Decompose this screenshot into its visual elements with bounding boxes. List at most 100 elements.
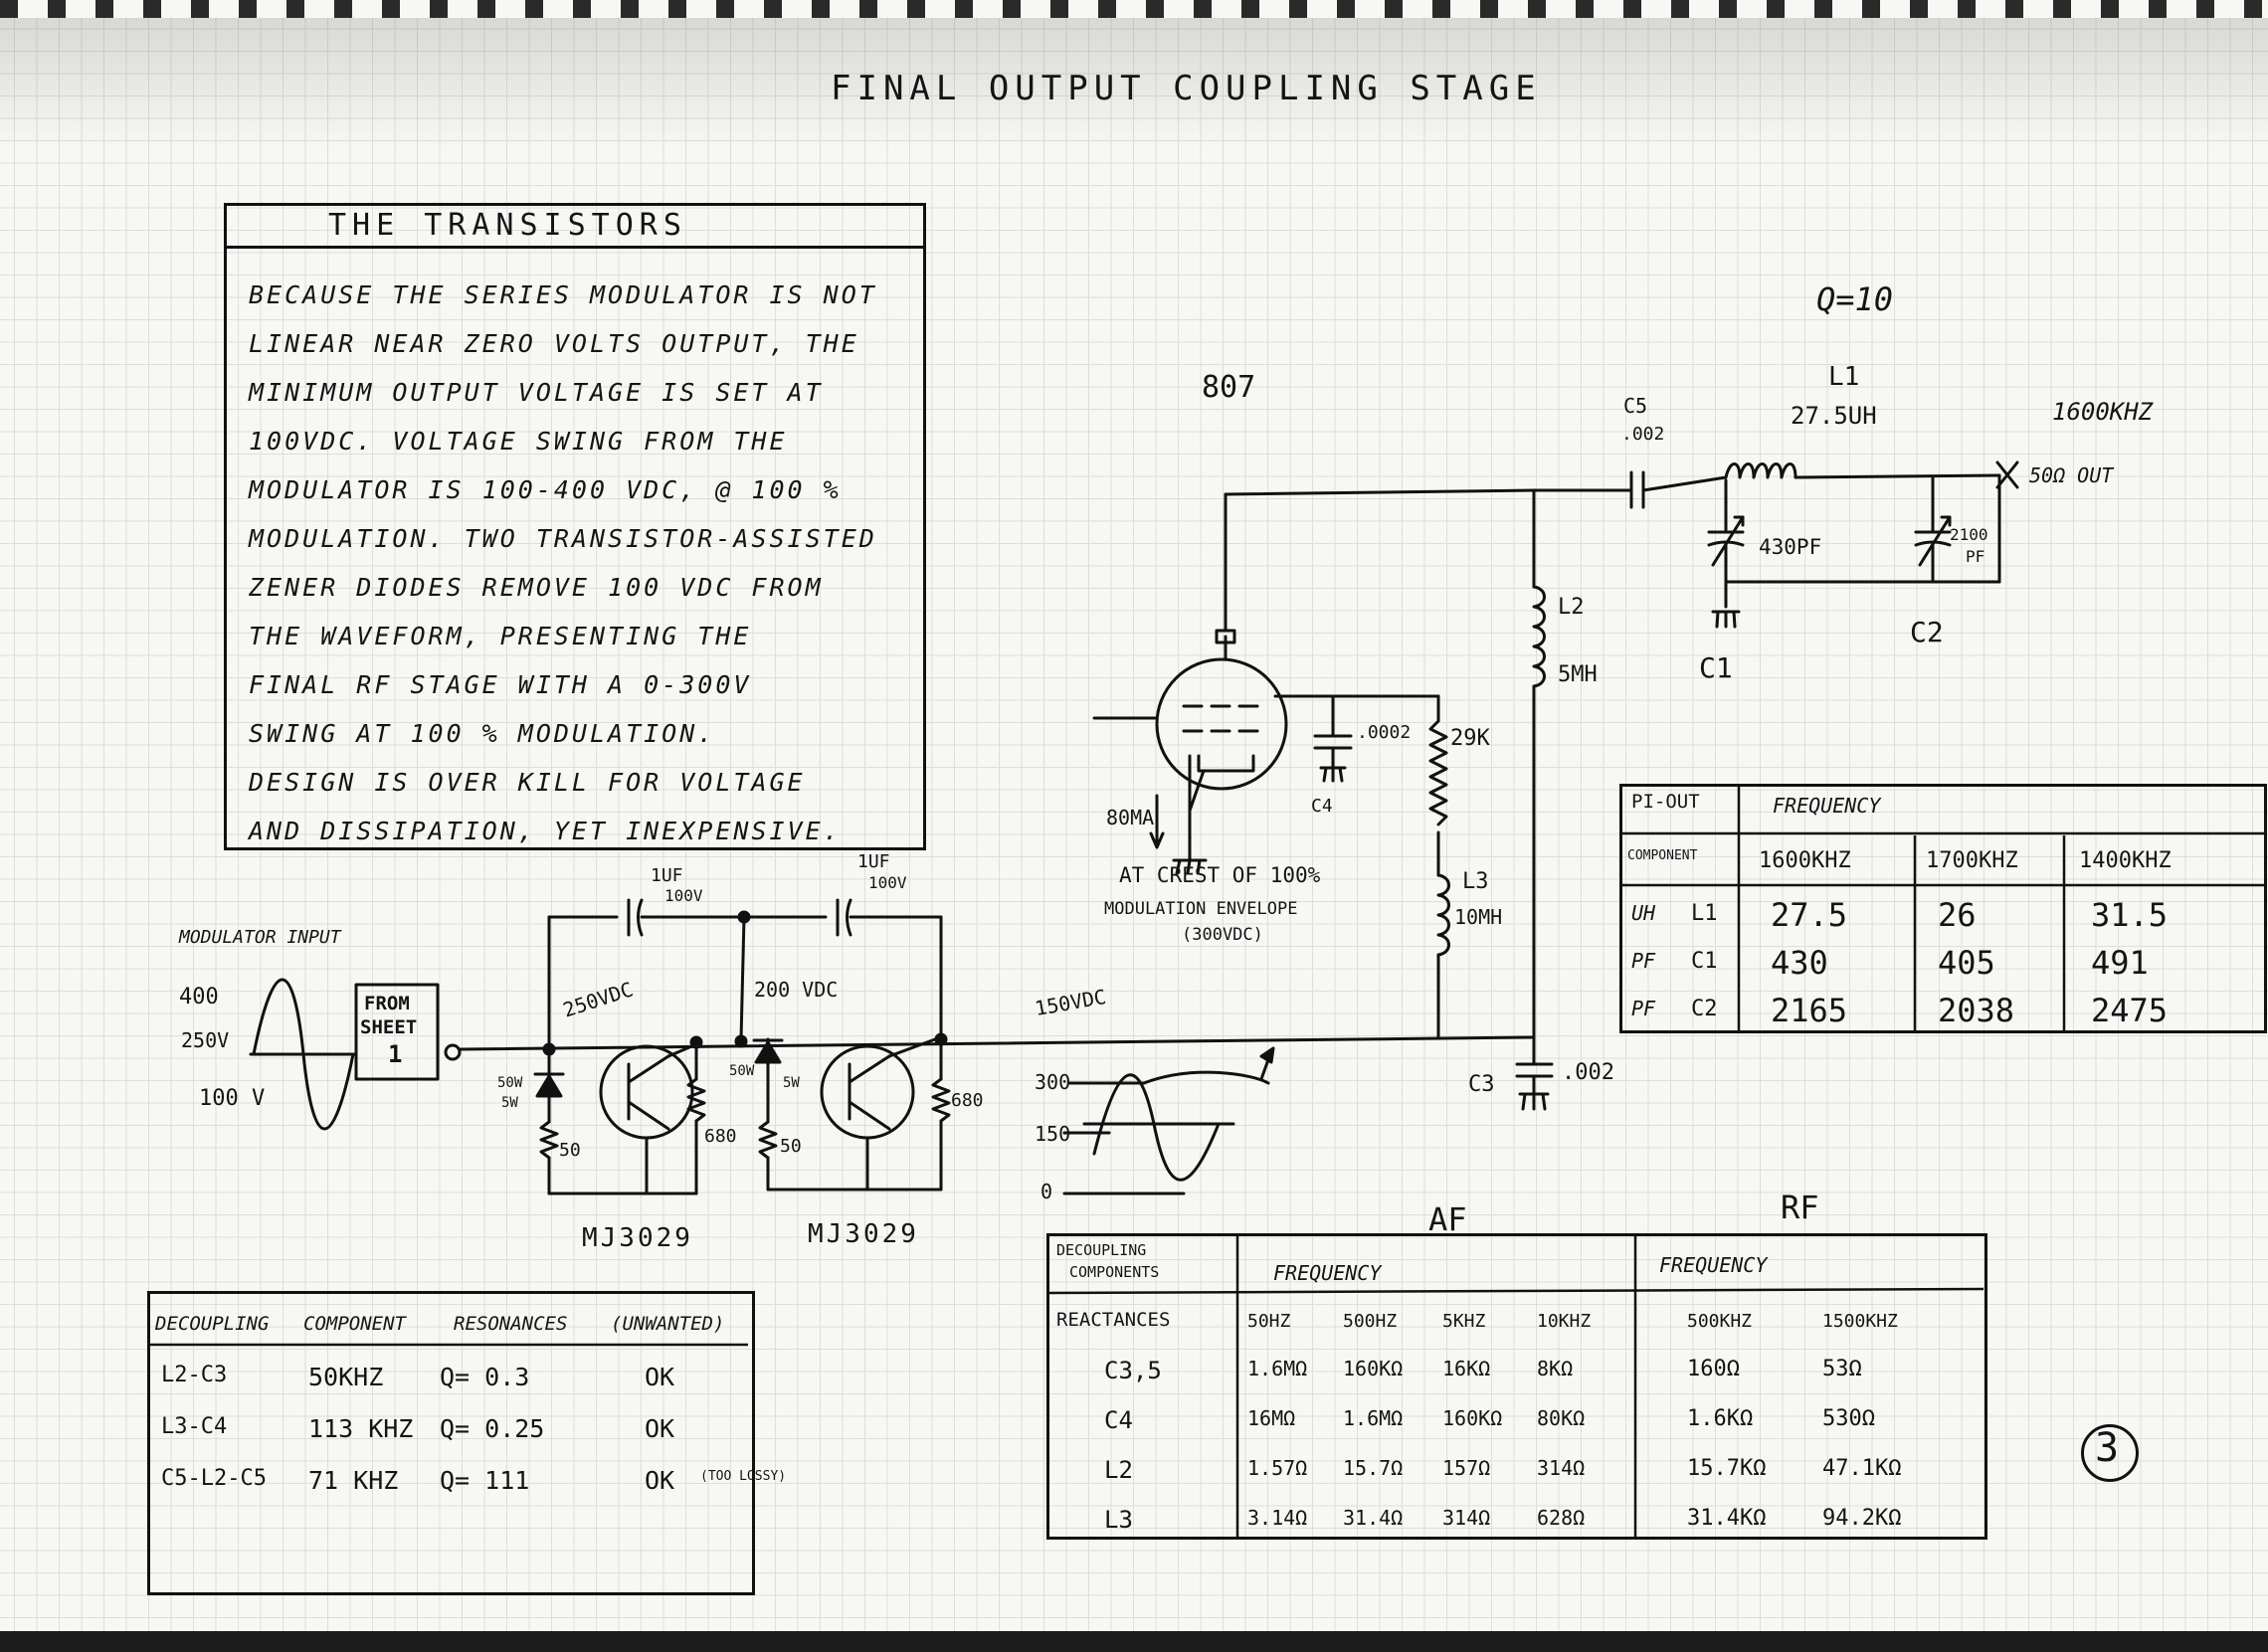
pi-table-cell: 2475 — [2091, 992, 2169, 1029]
reactance-head-a: DECOUPLING — [1056, 1241, 1147, 1259]
resonance-cell: OK — [645, 1414, 675, 1443]
pi-table-cell: 2165 — [1771, 992, 1848, 1029]
reactance-row-head: L2 — [1104, 1456, 1133, 1484]
pi-table-cell: 31.5 — [2091, 896, 2169, 934]
reactance-cell: 47.1KΩ — [1822, 1456, 1902, 1481]
pi-table-unit: PF — [1631, 949, 1656, 973]
reactance-col-head: 500HZ — [1343, 1311, 1398, 1332]
note-header — [224, 203, 926, 249]
from-sheet-line1: FROM — [364, 993, 410, 1014]
l1-label: L1 — [1828, 362, 1860, 392]
page-title: FINAL OUTPUT COUPLING STAGE — [831, 69, 1542, 108]
r50a-label: 50 — [559, 1140, 581, 1161]
resonance-cell: OK — [645, 1466, 675, 1495]
tube-label: 807 — [1202, 370, 1256, 405]
resonance-cell: L2-C3 — [161, 1363, 228, 1387]
resonance-header: DECOUPLING — [155, 1313, 270, 1335]
from-sheet-line3: 1 — [388, 1040, 403, 1068]
pi-table-head-b: FREQUENCY — [1773, 794, 1881, 818]
reactance-col-head: 10KHZ — [1537, 1311, 1592, 1332]
crest-note-1: AT CREST OF 100% — [1119, 863, 1321, 887]
pi-table-part: C1 — [1691, 949, 1718, 974]
r680a-label: 680 — [704, 1126, 737, 1147]
l3-label: L3 — [1462, 869, 1489, 894]
resonance-cell: OK — [645, 1363, 675, 1391]
note-line: FINAL RF STAGE WITH A 0-300V — [249, 670, 752, 699]
spiral-binding — [0, 0, 2268, 18]
reactance-cell: 1.6KΩ — [1687, 1406, 1754, 1431]
input-100-label: 100 V — [199, 1086, 266, 1111]
zener2-rating-a: 50W — [729, 1063, 755, 1079]
reactance-cell: 160KΩ — [1343, 1357, 1404, 1380]
reactance-cell: 16MΩ — [1247, 1406, 1296, 1430]
resonance-cell: (TOO LOSSY) — [700, 1469, 787, 1484]
c5-label: C5 — [1623, 394, 1648, 418]
inductor-l1 — [1724, 462, 1797, 479]
reactance-cell: 314Ω — [1537, 1456, 1586, 1480]
reactance-cell: 3.14Ω — [1247, 1506, 1308, 1530]
reactance-cell: 31.4Ω — [1343, 1506, 1404, 1530]
transistors-note-box — [224, 203, 926, 850]
reactance-cell: 157Ω — [1442, 1456, 1491, 1480]
reactance-cell: 1.6MΩ — [1247, 1357, 1308, 1380]
pi-table-cell: 2038 — [1938, 992, 2015, 1029]
c2-value-b: PF — [1966, 547, 1985, 566]
cap1-value: 1UF — [651, 865, 683, 886]
pi-table-cell: 491 — [2091, 944, 2149, 982]
reactance-cell: 160Ω — [1687, 1357, 1740, 1381]
transistor-q1 — [599, 1044, 694, 1140]
crest-note-3: (300VDC) — [1182, 925, 1263, 945]
r680b-label: 680 — [951, 1090, 984, 1111]
pi-table-freq: 1700KHZ — [1926, 848, 2018, 873]
cap1-voltage: 100V — [664, 886, 703, 905]
inductor-l2 — [1532, 585, 1546, 688]
note-line: AND DISSIPATION, YET INEXPENSIVE. — [249, 817, 842, 845]
zener1-rating-b: 5W — [501, 1095, 518, 1111]
reactance-col-head: 500KHZ — [1687, 1311, 1753, 1332]
reactance-cell: 31.4KΩ — [1687, 1506, 1767, 1531]
frequency-label: 1600KHZ — [2052, 398, 2154, 426]
resonance-header: RESONANCES — [454, 1313, 568, 1335]
input-400-label: 400 — [179, 985, 219, 1010]
pi-table-cell: 430 — [1771, 944, 1828, 982]
resistor-50-a — [539, 1120, 559, 1160]
note-line: THE WAVEFORM, PRESENTING THE — [249, 622, 752, 650]
note-line: 100VDC. VOLTAGE SWING FROM THE — [249, 427, 788, 456]
modulator-input-label: MODULATOR INPUT — [179, 927, 341, 948]
pi-out-table — [1619, 784, 2267, 1033]
c1-label: C1 — [1699, 651, 1733, 684]
reactance-cell: 53Ω — [1822, 1357, 1862, 1381]
v200dc-label: 200 VDC — [754, 978, 839, 1002]
resistor-680-a — [686, 1077, 706, 1123]
scan-shading — [0, 0, 2268, 149]
reactance-cell: 94.2KΩ — [1822, 1506, 1902, 1531]
reactance-cell: 314Ω — [1442, 1506, 1491, 1530]
resonance-cell: L3-C4 — [161, 1414, 228, 1439]
resonance-cell: Q= 0.3 — [440, 1363, 530, 1391]
pi-table-cell: 26 — [1938, 896, 1977, 934]
note-line: MODULATION. TWO TRANSISTOR-ASSISTED — [249, 524, 877, 553]
l2-value: 5MH — [1558, 662, 1598, 687]
crest-note-2: MODULATION ENVELOPE — [1104, 899, 1298, 919]
reactance-cell: 15.7KΩ — [1687, 1456, 1767, 1481]
r29k-label: 29K — [1450, 726, 1490, 751]
reactance-row-head: C3,5 — [1104, 1357, 1162, 1384]
reactance-cell: 8KΩ — [1537, 1357, 1574, 1380]
output-waveform — [1092, 1073, 1221, 1182]
reactance-cell: 80KΩ — [1537, 1406, 1586, 1430]
transistor-q2 — [820, 1044, 915, 1140]
q-label: Q=10 — [1816, 280, 1894, 318]
reactance-col-head: 50HZ — [1247, 1311, 1291, 1332]
note-line: ZENER DIODES REMOVE 100 VDC FROM — [249, 573, 824, 602]
pi-table-cell: 405 — [1938, 944, 1995, 982]
rf-label: RF — [1781, 1189, 1819, 1226]
reactance-cell: 628Ω — [1537, 1506, 1586, 1530]
reactance-cell: 15.7Ω — [1343, 1456, 1404, 1480]
c4-label: C4 — [1311, 796, 1333, 817]
resistor-29k — [1428, 719, 1448, 826]
output-label: 50Ω OUT — [2029, 463, 2114, 487]
reactance-col-head: 5KHZ — [1442, 1311, 1486, 1332]
